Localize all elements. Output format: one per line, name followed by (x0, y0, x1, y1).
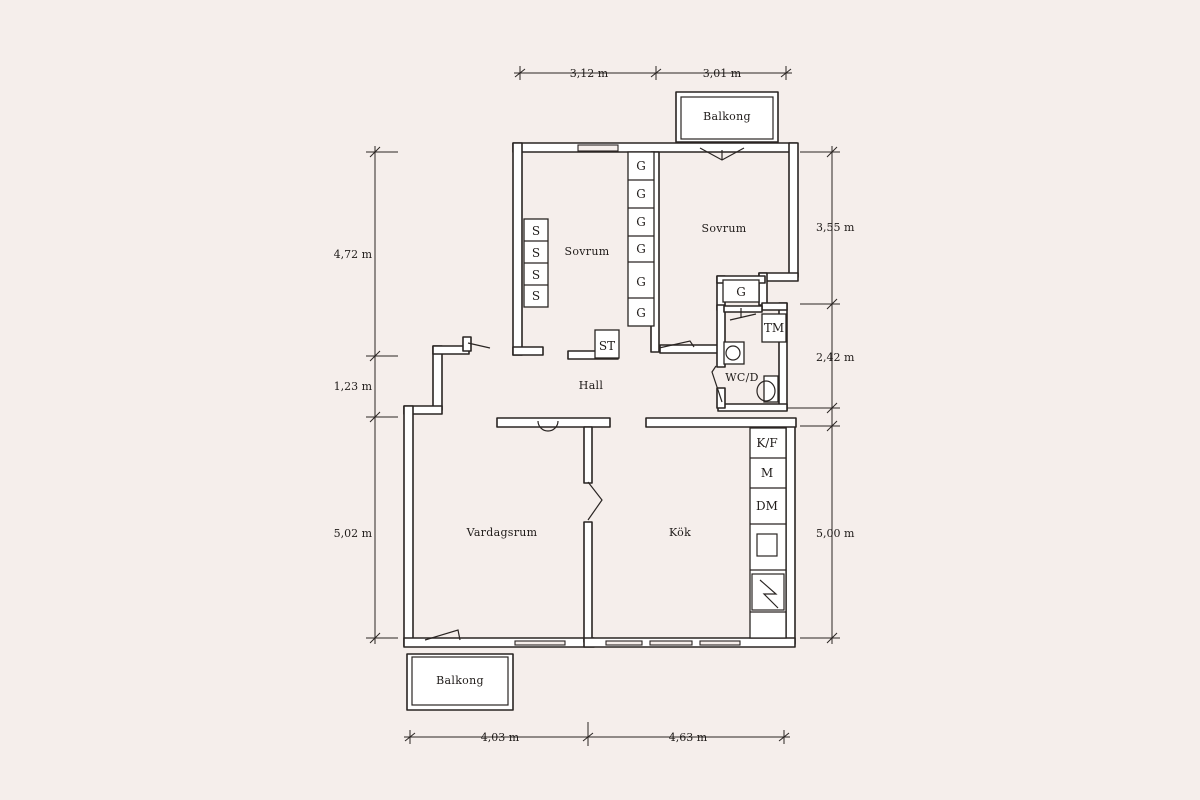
shelf-label: S (532, 224, 540, 238)
storage-label: ST (599, 339, 615, 353)
fixture-labels: S S S S G G G G G G G ST TM K/F M DM (532, 159, 784, 513)
fridge-freezer-label: K/F (756, 436, 777, 450)
shelf-label: S (532, 289, 540, 303)
dim-right-upper: 3,55 m (816, 221, 855, 234)
balcony-bottom (406, 653, 514, 711)
microwave-label: M (761, 466, 773, 480)
dim-bottom-right: 4,63 m (669, 731, 708, 744)
doors (424, 147, 757, 641)
room-label-balcony-top: Balkong (703, 110, 751, 123)
dimension-lines (366, 66, 840, 746)
dim-left-middle: 1,23 m (334, 380, 373, 393)
wardrobe-label: G (736, 285, 746, 299)
wardrobe-label: G (636, 275, 646, 289)
dishwasher-label: DM (756, 499, 778, 513)
shelf-label: S (532, 268, 540, 282)
room-label-living-room: Vardagsrum (466, 526, 538, 539)
wardrobe-label: G (636, 306, 646, 320)
wardrobe-label: G (636, 215, 646, 229)
room-label-wc: WC/D (725, 371, 758, 384)
room-label-bedroom-left: Sovrum (565, 245, 610, 258)
room-label-kitchen: Kök (669, 526, 691, 539)
room-label-balcony-bottom: Balkong (436, 674, 484, 687)
dim-left-lower: 5,02 m (334, 527, 373, 540)
dim-top-right: 3,01 m (703, 67, 742, 80)
washer-label: TM (764, 321, 784, 335)
walls (403, 142, 799, 648)
dim-bottom-left: 4,03 m (481, 731, 520, 744)
fixtures (523, 151, 787, 639)
dim-right-lower: 5,00 m (816, 527, 855, 540)
balcony-top (675, 91, 779, 143)
room-labels: Sovrum Sovrum Hall Vardagsrum Kök Balkon… (436, 110, 758, 687)
wardrobe-label: G (636, 159, 646, 173)
room-label-hall: Hall (579, 379, 604, 392)
dim-top-left: 3,12 m (570, 67, 609, 80)
dimension-labels: 3,12 m 3,01 m 4,03 m 4,63 m 4,72 m 1,23 … (334, 67, 855, 744)
dim-right-middle: 2,42 m (816, 351, 855, 364)
room-label-bedroom-right: Sovrum (702, 222, 747, 235)
wardrobe-label: G (636, 242, 646, 256)
shelf-label: S (532, 246, 540, 260)
dim-left-upper: 4,72 m (334, 248, 373, 261)
windows (514, 144, 741, 646)
wardrobe-label: G (636, 187, 646, 201)
